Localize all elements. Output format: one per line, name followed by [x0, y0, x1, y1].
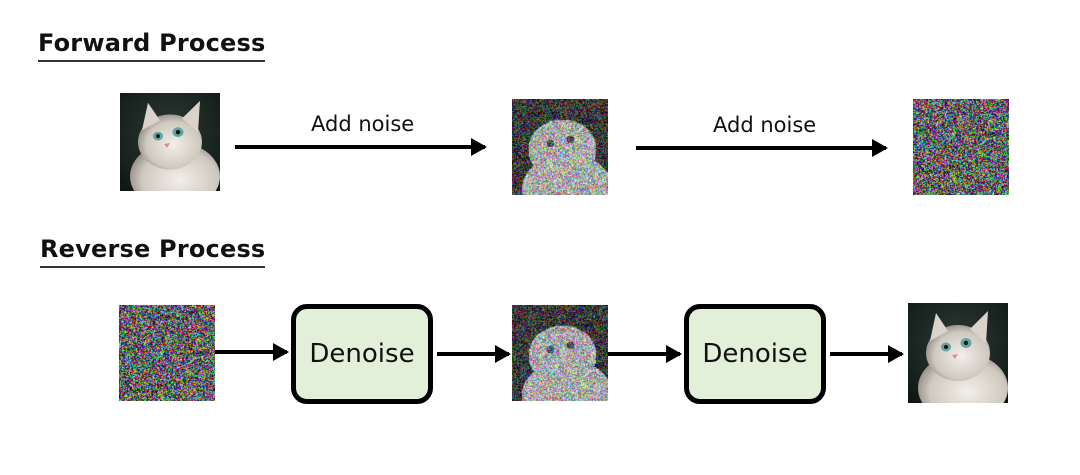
noise-canvas — [512, 99, 608, 195]
cat-illustration — [908, 303, 1008, 403]
denoise-box-1: Denoise — [291, 304, 433, 404]
cat-illustration — [120, 93, 220, 191]
partially-noisy-cat-image-reverse — [512, 305, 608, 401]
denoise-label-1: Denoise — [309, 339, 415, 369]
forward-process-title: Forward Process — [38, 30, 266, 62]
add-noise-arrow-2 — [636, 139, 888, 157]
reverse-process-title: Reverse Process — [40, 236, 266, 268]
noise-canvas — [119, 305, 215, 401]
denoise-box-2: Denoise — [684, 304, 826, 404]
arrow-from-denoise-1 — [437, 345, 511, 363]
clean-cat-image — [120, 93, 220, 191]
add-noise-label-2: Add noise — [713, 113, 817, 137]
arrow-from-denoise-2 — [830, 345, 904, 363]
pure-noise-image-forward — [913, 99, 1009, 195]
add-noise-label-1: Add noise — [311, 112, 415, 136]
arrow-to-denoise-2 — [608, 345, 682, 363]
add-noise-arrow-1 — [235, 138, 487, 156]
noise-canvas — [512, 305, 608, 401]
denoise-label-2: Denoise — [702, 339, 808, 369]
noise-canvas — [913, 99, 1009, 195]
partially-noisy-cat-image-forward — [512, 99, 608, 195]
pure-noise-image-reverse — [119, 305, 215, 401]
clean-cat-image-output — [908, 303, 1008, 403]
arrow-to-denoise-1 — [215, 343, 289, 361]
